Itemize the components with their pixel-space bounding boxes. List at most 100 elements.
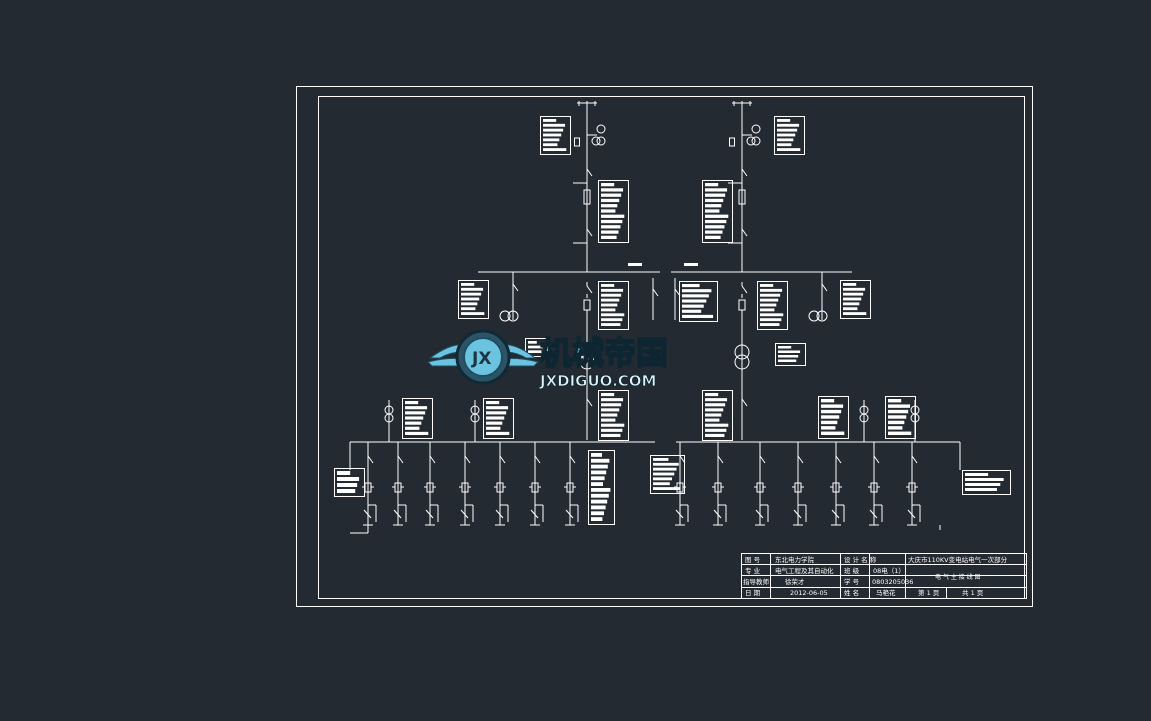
spec-text-line (601, 413, 618, 417)
spec-text-line (777, 148, 801, 151)
transformer-icon (507, 310, 519, 322)
spec-box (757, 281, 788, 330)
pt-icon (746, 136, 756, 146)
switch-icon (397, 455, 404, 464)
tb-label-student-no: 学 号 (844, 577, 860, 586)
spec-text-line (601, 398, 624, 402)
spec-text-line (601, 293, 622, 297)
spec-text-line (601, 284, 615, 287)
transformer-icon (816, 310, 828, 322)
spec-box (540, 116, 571, 155)
spec-text-line (653, 467, 677, 471)
spec-text-line (591, 464, 608, 469)
pt-icon (859, 413, 869, 423)
spec-text-line (705, 230, 723, 234)
spec-text-line (888, 399, 902, 403)
spec-text-line (777, 133, 796, 137)
spec-box (818, 396, 849, 439)
spec-text-line (486, 421, 503, 425)
spec-text-line (965, 473, 989, 476)
spec-text-line (705, 403, 726, 407)
spec-text-line (405, 426, 420, 430)
switch-icon (821, 283, 828, 292)
spec-text-line (705, 214, 729, 218)
spec-text-line (601, 193, 622, 197)
spec-text-line (486, 411, 507, 415)
tb-drawing-name: 电 气 主 接 线 图 (935, 573, 981, 581)
spec-text-line (601, 219, 623, 224)
spec-text-line (601, 288, 624, 292)
spec-text-line (821, 409, 842, 414)
spec-text-line (653, 472, 675, 476)
switch-icon (569, 455, 576, 464)
tb-label-major: 专 业 (745, 566, 761, 575)
tb-label-drawing-no: 图 号 (745, 556, 761, 564)
spec-text-line (821, 431, 845, 435)
spec-text-line (705, 393, 719, 397)
spec-text-line (705, 418, 720, 422)
spec-text-line (888, 420, 905, 425)
spec-text-line (653, 477, 673, 481)
spec-text-line (528, 341, 537, 344)
spec-text-line (528, 345, 543, 349)
spec-text-line (682, 304, 704, 308)
spec-text-line (405, 431, 429, 435)
spec-box (588, 450, 615, 525)
tb-school: 东北电力学院 (775, 555, 815, 564)
spec-text-line (888, 409, 909, 414)
spec-text-line (543, 119, 557, 122)
spec-text-line (760, 318, 782, 322)
tb-page: 第 1 页 (918, 588, 940, 597)
spec-text-line (543, 148, 567, 151)
spec-text-line (601, 209, 616, 213)
spec-text-line (843, 312, 867, 315)
cable-end-icon (363, 509, 372, 519)
spec-box (702, 390, 733, 441)
spec-text-line (461, 312, 485, 315)
spec-text-line (601, 225, 621, 229)
switch-icon (464, 455, 471, 464)
tb-design-name: 大庆市110KV变电站电气一次部分 (908, 555, 1008, 564)
cable-end-icon (907, 509, 916, 519)
spec-text-line (682, 294, 709, 298)
spec-text-line (601, 204, 618, 208)
main-transformer-icon (734, 344, 750, 360)
watermark-subtitle: JXDIGUO.COM (539, 372, 656, 390)
pt-icon (596, 136, 606, 146)
spec-text-line (821, 415, 840, 419)
cable-end-icon (755, 509, 764, 519)
spec-text-line (821, 426, 836, 430)
spec-text-line (843, 287, 866, 291)
spec-text-line (821, 404, 844, 408)
switch-icon (586, 285, 593, 294)
spec-text-line (543, 143, 558, 147)
tb-label-name: 姓 名 (844, 588, 859, 597)
spec-text-line (337, 483, 358, 487)
spec-text-line (601, 298, 620, 302)
switch-icon (741, 168, 748, 177)
spec-box (650, 455, 685, 494)
spec-text-line (543, 133, 562, 137)
spec-text-line (405, 421, 422, 425)
spec-text-line (705, 408, 724, 412)
spec-text-line (405, 416, 424, 420)
spec-text-line (601, 423, 625, 427)
spec-text-line (821, 420, 838, 425)
spec-box (774, 116, 805, 155)
spec-text-line (760, 293, 781, 297)
spec-text-line (843, 302, 860, 306)
spec-box (598, 180, 629, 243)
spec-text-line (965, 483, 1001, 486)
spec-text-line (601, 313, 625, 317)
watermark-logo: JX 机械帝国 JXDIGUO.COM (427, 329, 669, 390)
transformer-icon (499, 310, 511, 322)
cable-end-icon (425, 509, 434, 519)
cable-end-icon (393, 509, 402, 519)
breaker-icon (738, 189, 746, 205)
inner-frame (318, 96, 1025, 599)
main-transformer-icon (734, 354, 750, 370)
tb-total-pages: 共 1 页 (962, 588, 984, 597)
spec-text-line (601, 198, 620, 203)
spec-text-line (601, 214, 625, 218)
